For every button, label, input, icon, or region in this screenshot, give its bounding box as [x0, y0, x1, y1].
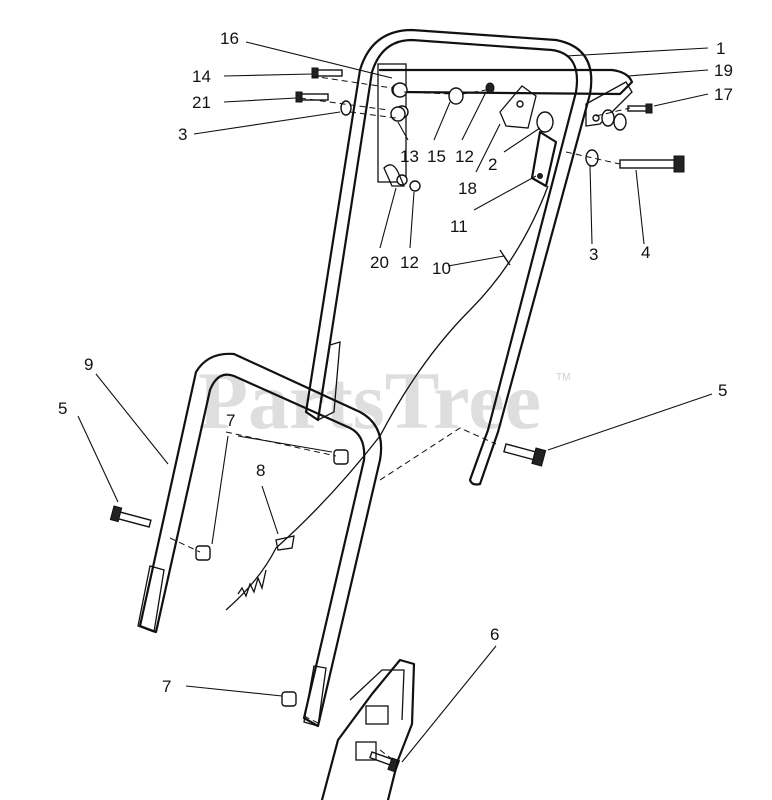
callout-8: 8	[256, 461, 265, 480]
callout-13: 13	[400, 147, 419, 166]
callout-12-upper: 12	[455, 147, 474, 166]
deck-bracket	[320, 658, 416, 800]
callout-5-left: 5	[58, 399, 67, 418]
callout-18: 18	[458, 179, 477, 198]
watermark-trademark: TM	[556, 372, 570, 383]
callout-19: 19	[714, 61, 733, 80]
callout-12-lower: 12	[400, 253, 419, 272]
leader-lines	[77, 41, 713, 763]
callout-7-lower: 7	[162, 677, 171, 696]
callout-14: 14	[192, 67, 211, 86]
callout-16: 16	[220, 29, 239, 48]
lower-handle	[137, 352, 383, 728]
callout-20: 20	[370, 253, 389, 272]
callout-9: 9	[84, 355, 93, 374]
lower-hardware	[109, 443, 547, 773]
alignment-lines	[169, 75, 631, 763]
bracket-19	[585, 81, 633, 127]
watermark: PartsTree	[198, 355, 541, 446]
callout-1: 1	[716, 39, 725, 58]
callout-10: 10	[432, 259, 451, 278]
callout-7-upper: 7	[226, 411, 235, 430]
cable-10	[225, 185, 549, 611]
callout-17: 17	[714, 85, 733, 104]
callout-21: 21	[192, 93, 211, 112]
control-bail-18	[499, 85, 537, 129]
callout-11: 11	[450, 217, 468, 236]
callout-6: 6	[490, 625, 499, 644]
callout-4: 4	[641, 243, 650, 262]
lever-2	[530, 111, 558, 188]
callout-5-right: 5	[718, 381, 727, 400]
upper-handle	[304, 28, 634, 486]
callout-2: 2	[488, 155, 497, 174]
callout-3-upper-left: 3	[178, 125, 187, 144]
callout-15: 15	[427, 147, 446, 166]
bracket-16	[377, 63, 409, 186]
callout-3-right: 3	[589, 245, 598, 264]
callout-labels: 1 19 17 16 14 21 3 13 15 12 2 18 11 20 1…	[58, 29, 733, 696]
